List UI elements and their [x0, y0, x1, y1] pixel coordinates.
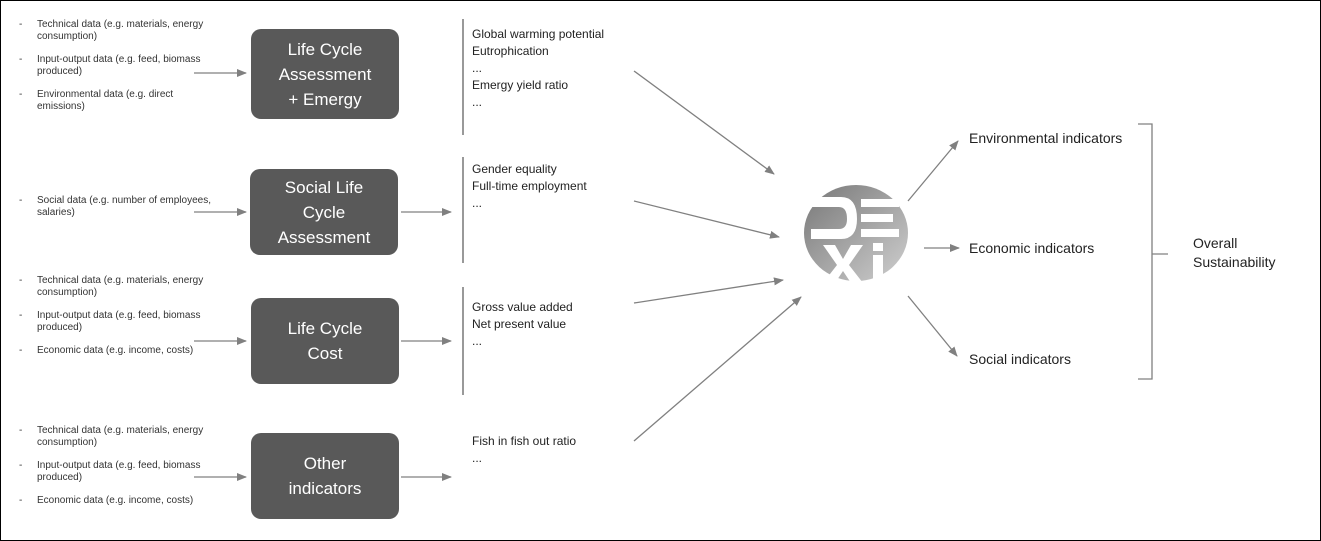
arrow-output-1: [633, 70, 775, 175]
arrow-output-4: [633, 296, 802, 442]
economic-indicators: Economic indicators: [969, 240, 1095, 256]
environmental-indicators: Environmental indicators: [969, 130, 1123, 146]
output-separator: [462, 19, 464, 135]
output-group-lca: Global warming potential Eutrophication …: [472, 27, 605, 109]
input-item: -Social data (e.g. number of employees, …: [19, 195, 211, 218]
social-indicators: Social indicators: [969, 351, 1071, 367]
input-item: -Technical data (e.g. materials, energy …: [19, 425, 204, 448]
input-item: -Input-output data (e.g. feed, biomass p…: [19, 310, 201, 333]
overall-sustainability: Overall Sustainability: [1193, 235, 1276, 270]
input-group-lcc: -Technical data (e.g. materials, energy …: [19, 275, 219, 368]
method-box-lca: Life Cycle Assessment + Emergy: [251, 29, 399, 119]
arrow-output-3: [633, 277, 784, 304]
input-item: -Technical data (e.g. materials, energy …: [19, 275, 204, 298]
indicator-bracket: [1138, 123, 1168, 380]
method-box-slca: Social Life Cycle Assessment: [250, 169, 398, 255]
input-item: -Input-output data (e.g. feed, biomass p…: [19, 460, 201, 483]
dexi-logo-icon: [804, 185, 908, 283]
arrow-env: [907, 140, 959, 202]
input-group-other: -Technical data (e.g. materials, energy …: [19, 425, 219, 518]
output-separator: [462, 287, 464, 395]
input-group-slca: -Social data (e.g. number of employees, …: [19, 195, 219, 230]
output-group-lcc: Gross value added Net present value ...: [472, 300, 573, 348]
output-group-other: Fish in fish out ratio ...: [472, 434, 577, 465]
input-group-lca: -Technical data (e.g. materials, energy …: [19, 19, 219, 124]
output-group-slca: Gender equality Full-time employment ...: [472, 162, 587, 210]
method-box-lcc: Life Cycle Cost: [251, 298, 399, 384]
input-item: -Technical data (e.g. materials, energy …: [19, 19, 204, 42]
input-item: -Economic data (e.g. income, costs): [19, 495, 194, 506]
arrow-social: [907, 295, 958, 357]
input-item: -Economic data (e.g. income, costs): [19, 345, 194, 356]
method-box-other: Other indicators: [251, 433, 399, 519]
output-separator: [462, 157, 464, 263]
input-item: -Input-output data (e.g. feed, biomass p…: [19, 54, 201, 77]
input-item: -Environmental data (e.g. direct emissio…: [19, 89, 174, 112]
arrow-output-2: [633, 200, 780, 239]
